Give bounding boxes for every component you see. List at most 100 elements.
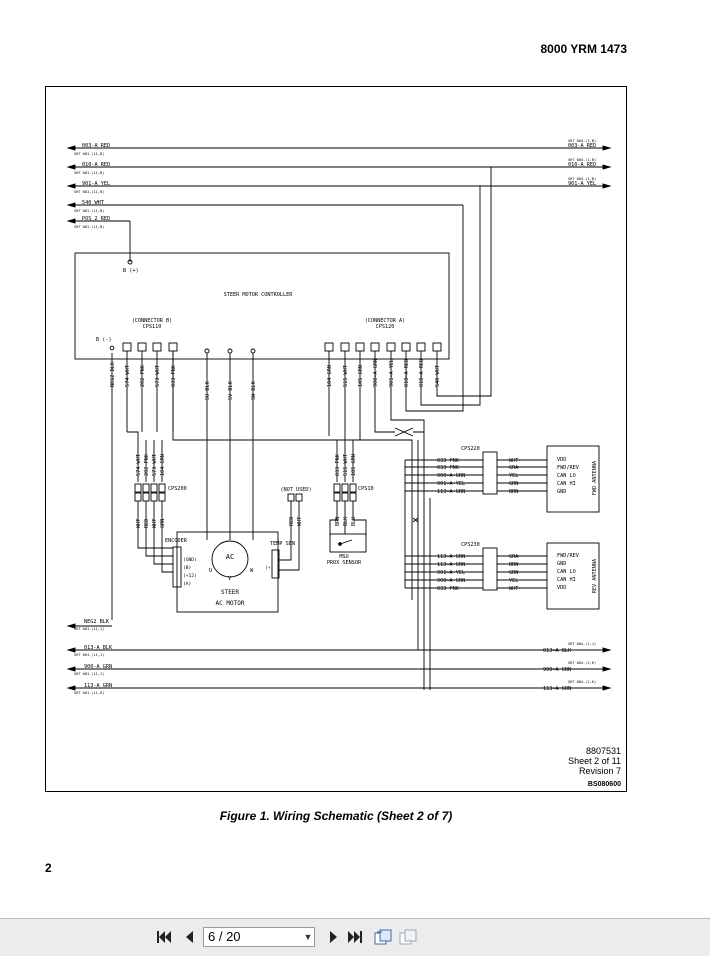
connector-pin bbox=[355, 342, 365, 352]
prox-node bbox=[338, 542, 342, 546]
wire bbox=[279, 501, 300, 571]
rev-antenna-label: REV ANTENNA bbox=[592, 558, 598, 593]
cps200-pin bbox=[150, 483, 158, 493]
bottom-right-wire-label: 013-A BLK bbox=[543, 648, 572, 654]
connector-pin bbox=[401, 342, 411, 352]
wire bbox=[436, 167, 492, 397]
drawing-reference: 8807531 Sheet 2 of 11 Revision 7 BS08060… bbox=[568, 746, 621, 790]
motor-wire-label: SU BLK bbox=[205, 380, 211, 400]
cps10-pin bbox=[333, 483, 341, 493]
fwd-antenna-pin: CAN HI bbox=[557, 481, 576, 487]
drawing-number: 8807531 bbox=[585, 746, 621, 756]
cps200-pin bbox=[158, 492, 166, 502]
connector-pin bbox=[168, 342, 178, 352]
wire bbox=[339, 539, 353, 545]
bottom-right-ref: SHT 004-(1,K) bbox=[568, 661, 596, 665]
conn-b-wire-label: 202 PNK bbox=[140, 364, 146, 387]
connector-pin bbox=[370, 342, 380, 352]
page-number: 2 bbox=[45, 861, 52, 875]
left-wire-label: 010-A RED bbox=[82, 162, 110, 168]
cps230-right-label: WHT bbox=[509, 586, 518, 592]
cps10-pin bbox=[333, 492, 341, 502]
fwd-antenna-pin: FWD/REV bbox=[557, 465, 579, 471]
cps200-pin bbox=[142, 492, 150, 502]
left-wire-ref: SHT 001-(11,B) bbox=[74, 152, 104, 156]
document-number: 8000 YRM 1473 bbox=[540, 42, 627, 56]
right-wire-ref: SHT 004-(1,B) bbox=[568, 158, 596, 162]
first-page-icon[interactable] bbox=[155, 928, 173, 946]
cps10-label: CPS10 bbox=[358, 486, 374, 492]
fit-icon[interactable] bbox=[399, 928, 417, 946]
cps200-pin bbox=[150, 492, 158, 502]
controller-title: STEER MOTOR CONTROLLER bbox=[224, 292, 294, 298]
bottom-left-ref: SHT 001-(11,J) bbox=[74, 627, 104, 631]
previous-page-icon[interactable] bbox=[180, 928, 198, 946]
fwd-antenna-label: FWD ANTENNA bbox=[592, 460, 598, 495]
viewer-toolbar: 6 / 20 ▼ bbox=[0, 918, 710, 956]
motor-terminal bbox=[204, 348, 210, 354]
conn-a-wire-label: 901-A YEL bbox=[389, 359, 395, 387]
cps220-right-label: BRN bbox=[509, 489, 518, 495]
cps10-color-label: BLK bbox=[343, 516, 349, 526]
bottom-right-ref: SHT 004-(1,K) bbox=[568, 680, 596, 684]
steer-motor-box bbox=[176, 531, 279, 613]
page-number-input[interactable]: 6 / 20 bbox=[203, 927, 315, 947]
conn-a-wire-label: 540 WHT bbox=[435, 365, 441, 387]
left-wire-label: POS 2 RED bbox=[82, 216, 110, 222]
cps200-wire-label: 104 GRN bbox=[160, 454, 166, 476]
cps200-wire-label: 202 PNK bbox=[144, 453, 150, 476]
wire bbox=[412, 517, 419, 523]
bottom-left-ref: SHT 001-(11,J) bbox=[74, 672, 104, 676]
figure-caption: Figure 1. Wiring Schematic (Sheet 2 of 7… bbox=[219, 809, 453, 823]
connector-a-label: (CONNECTOR A) bbox=[365, 318, 406, 324]
motor-term-u: U bbox=[209, 568, 212, 574]
cps230-right-label: GRN bbox=[509, 570, 518, 576]
fwd-antenna-pin: CAN LO bbox=[557, 473, 576, 479]
fwd-antenna-pin: GND bbox=[557, 489, 566, 495]
connector-pin bbox=[432, 342, 442, 352]
not-used-pin bbox=[295, 493, 303, 502]
cps220-connector bbox=[482, 451, 498, 495]
cps10-pin bbox=[341, 492, 349, 502]
bottom-left-wire-label: 013-A BLK bbox=[84, 645, 113, 651]
right-wire-label: 003-A RED bbox=[568, 143, 596, 149]
cps220-left-label: 033 PNK bbox=[437, 458, 460, 464]
cps120-label: CPS120 bbox=[376, 324, 395, 330]
rotate-icon[interactable] bbox=[374, 928, 392, 946]
bottom-left-wire-label: NEG2 BLK bbox=[84, 619, 110, 625]
cps220-right-label: GRA bbox=[509, 465, 519, 471]
left-wire-ref: SHT 001-(11,B) bbox=[74, 225, 104, 229]
motor-wire-label: SW BLK bbox=[251, 380, 257, 400]
ac-motor-symbol bbox=[211, 540, 249, 578]
conn-b-wire-label: 573 WHT bbox=[155, 365, 161, 387]
bottom-right-wire-label: 113-A GRN bbox=[543, 686, 571, 692]
cps220-left-label: 901-A YEL bbox=[437, 481, 465, 487]
wire bbox=[394, 427, 414, 437]
wire bbox=[145, 501, 173, 557]
schematic-frame bbox=[45, 86, 627, 792]
cps200-pin bbox=[158, 483, 166, 493]
connector-pin bbox=[137, 342, 147, 352]
cps220-left-label: 113-A GRN bbox=[437, 489, 465, 495]
motor-terminal bbox=[250, 348, 256, 354]
cps220-right-label: YEL bbox=[509, 473, 518, 479]
last-page-icon[interactable] bbox=[346, 928, 364, 946]
cps220-left-label: 033 PNK bbox=[437, 465, 460, 471]
cps220-label: CPS220 bbox=[461, 446, 480, 452]
connector-pin bbox=[122, 342, 132, 352]
wire bbox=[137, 501, 173, 549]
encoder-block bbox=[172, 546, 182, 588]
cps230-right-label: BRN bbox=[509, 562, 518, 568]
cps220-right-label: WHT bbox=[509, 458, 518, 464]
connector-pin bbox=[416, 342, 426, 352]
rev-antenna-pin: FWD/REV bbox=[557, 553, 579, 559]
wiring-schematic: 003-A RED SHT 001-(11,B) 010-A RED SHT 001-… bbox=[66, 139, 612, 695]
art-code: BS080600 bbox=[587, 781, 621, 788]
cps200-color-label: WHT bbox=[136, 519, 142, 528]
next-page-icon[interactable] bbox=[325, 928, 343, 946]
connector-pin bbox=[386, 342, 396, 352]
not-used-label: (NOT USED) bbox=[280, 487, 311, 493]
bottom-right-ref: SHT 004-(1,J) bbox=[568, 642, 596, 646]
chevron-down-icon[interactable]: ▼ bbox=[303, 932, 313, 942]
wire-lines bbox=[66, 145, 612, 691]
